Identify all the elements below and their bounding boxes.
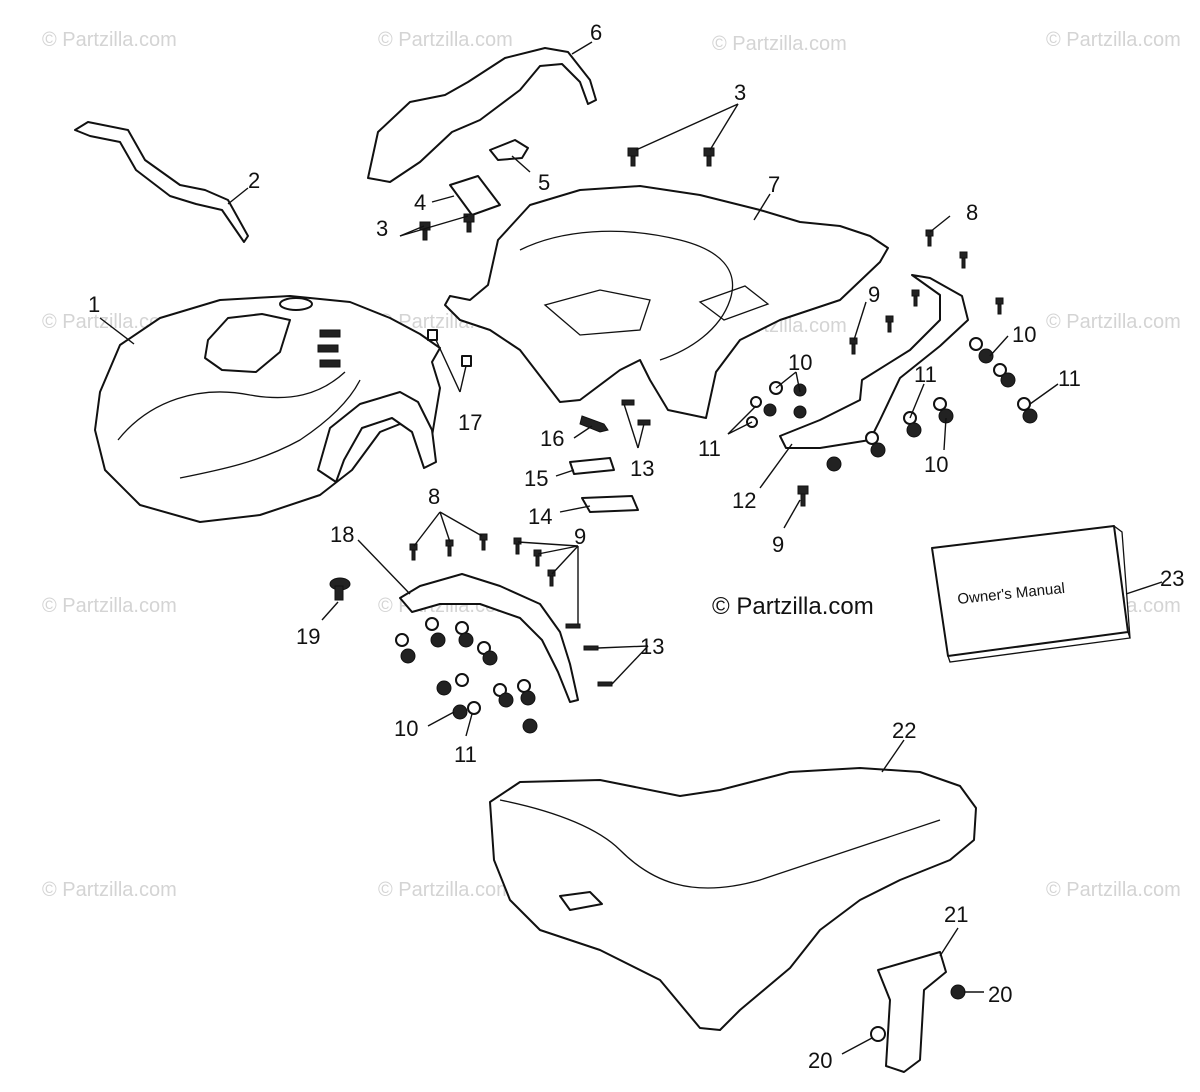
part-22-seat-latch [559,891,603,911]
callout-20: 20 [988,982,1012,1007]
callout-8: 8 [428,484,440,509]
callout-6: 6 [590,20,602,45]
part-6-fender-strip [367,47,597,183]
callout-20: 20 [808,1048,832,1073]
watermark: © Partzilla.com [42,29,177,51]
callout-9: 9 [772,532,784,557]
watermark: © Partzilla.com [378,29,513,51]
part-1-contour-lower [179,379,361,479]
callout-11: 11 [914,362,937,387]
part-22-seat-edge [499,799,941,889]
part-16-bolt [579,415,609,433]
part-5-clip [489,139,529,161]
callout-10: 10 [924,452,948,477]
callout-4: 4 [414,190,426,215]
part-4-plate [449,175,501,216]
part-23-owners-manual: Owner's Manual [931,525,1131,663]
callout-13: 13 [640,634,664,659]
part-1-vent [317,344,339,353]
part-19-bolt [329,577,351,601]
part-17-clip [461,355,472,367]
callout-7: 7 [768,172,780,197]
part-1-cap [279,297,313,311]
callout-10: 10 [394,716,418,741]
part-1-front-fender [94,295,441,523]
callout-11: 11 [454,742,477,767]
callout-10: 10 [1012,322,1036,347]
callout-8: 8 [966,200,978,225]
callout-5: 5 [538,170,550,195]
watermark: © Partzilla.com [1046,29,1181,51]
watermark: © Partzilla.com [712,33,847,55]
nut-group [395,337,1038,1042]
copyright-text: © Partzilla.com [712,593,874,620]
part-18-fender-flare [399,573,579,703]
callout-13: 13 [630,456,654,481]
part-7-panel [698,285,770,321]
callout-labels: 1 2 3 3 4 5 6 7 8 8 9 9 9 10 10 10 10 11… [88,20,1184,1073]
watermark: © Partzilla.com [42,311,177,333]
callout-17: 17 [458,410,482,435]
part-14-plate [581,495,639,513]
callout-16: 16 [540,426,564,451]
callout-19: 19 [296,624,320,649]
watermark: © Partzilla.com [42,595,177,617]
callout-21: 21 [944,902,968,927]
part-15-pad [569,457,615,475]
part-1-contour [117,371,346,441]
part-2-bracket [74,121,249,243]
watermark: © Partzilla.com [42,879,177,901]
part-7-seat-recess [543,289,651,336]
callout-12: 12 [732,488,756,513]
part-21-seat-bracket [877,951,947,1073]
callout-11: 11 [698,436,721,461]
callout-23: 23 [1160,566,1184,591]
callout-11: 11 [1058,366,1081,391]
part-17-clip [427,329,438,341]
part-1-vent [319,359,341,368]
callout-14: 14 [528,504,552,529]
part-1-wheel-arch [317,391,437,483]
callout-22: 22 [892,718,916,743]
callout-9: 9 [574,524,586,549]
part-7-inner-line [519,230,734,361]
callout-1: 1 [88,292,100,317]
watermark: © Partzilla.com [1046,311,1181,333]
watermark: © Partzilla.com [378,879,513,901]
callout-18: 18 [330,522,354,547]
callout-15: 15 [524,466,548,491]
callout-2: 2 [248,168,260,193]
callout-9: 9 [868,282,880,307]
part-1-fuel-opening [204,313,291,373]
watermark: © Partzilla.com [1046,879,1181,901]
callout-10: 10 [788,350,812,375]
part-12-footwell [779,274,969,449]
part-22-seat [489,767,977,1031]
part-1-vent [319,329,341,338]
leader-lines [99,41,1163,1055]
bolt-group [409,147,1004,687]
callout-3: 3 [734,80,746,105]
callout-3: 3 [376,216,388,241]
part-7-rear-fender [444,185,889,419]
